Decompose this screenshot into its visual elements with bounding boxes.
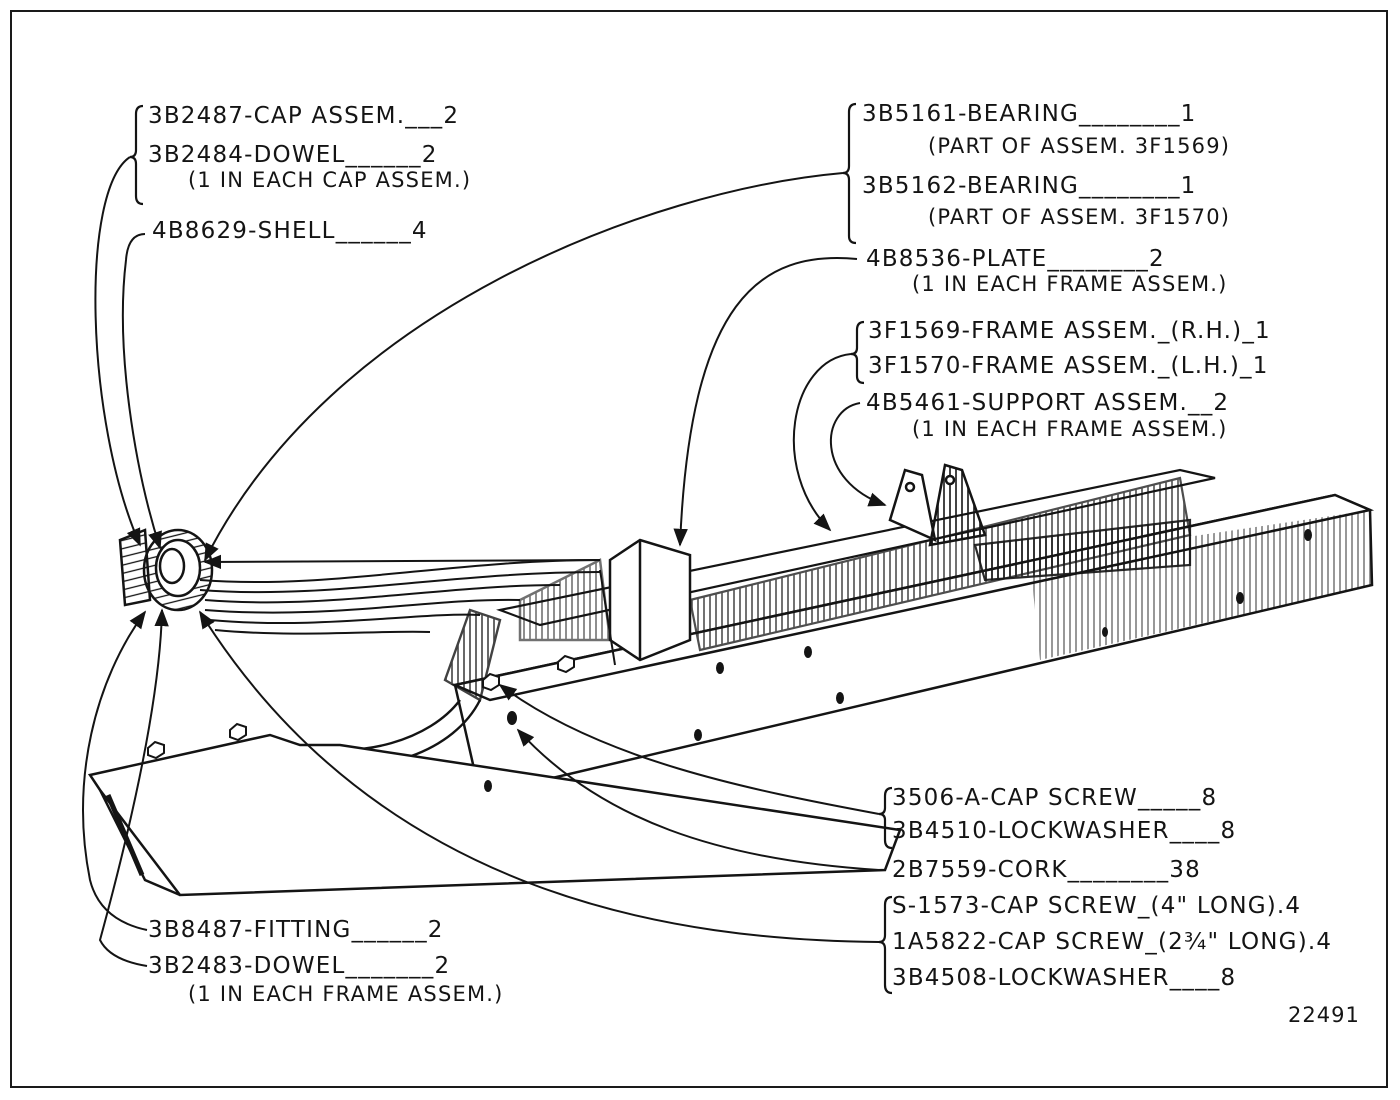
callout-cap-screw-short: 1A5822-CAP SCREW_(2¾" LONG).4 xyxy=(892,929,1333,955)
callout-dowel-cap-note: (1 IN EACH CAP ASSEM.) xyxy=(188,168,472,192)
callout-bearing-1: 3B5161-BEARING________1 xyxy=(862,101,1197,127)
callout-lockwasher-a: 3B4510-LOCKWASHER____8 xyxy=(892,818,1237,844)
callout-support-note: (1 IN EACH FRAME ASSEM.) xyxy=(912,417,1228,441)
callout-bearing-2-note: (PART OF ASSEM. 3F1570) xyxy=(928,205,1231,229)
bolt-holes xyxy=(484,529,1312,792)
callout-frame-rh: 3F1569-FRAME ASSEM._(R.H.)_1 xyxy=(868,318,1271,344)
leaf-spring xyxy=(199,559,601,635)
callout-frame-lh: 3F1570-FRAME ASSEM._(L.H.)_1 xyxy=(868,353,1269,379)
callout-plate-note: (1 IN EACH FRAME ASSEM.) xyxy=(912,272,1228,296)
callout-fitting: 3B8487-FITTING______2 xyxy=(148,917,444,943)
callout-cork: 2B7559-CORK________38 xyxy=(892,857,1201,883)
callout-support: 4B5461-SUPPORT ASSEM.__2 xyxy=(866,390,1230,416)
callout-cap-screw-long: S-1573-CAP SCREW_(4" LONG).4 xyxy=(892,893,1302,919)
center-plate xyxy=(518,538,692,666)
callout-dowel-frame: 3B2483-DOWEL_______2 xyxy=(148,953,451,979)
callout-lockwasher-b: 3B4508-LOCKWASHER____8 xyxy=(892,965,1237,991)
callout-bearing-2: 3B5162-BEARING________1 xyxy=(862,173,1197,199)
callout-cap-assem: 3B2487-CAP ASSEM.___2 xyxy=(148,103,460,129)
figure-number: 22491 xyxy=(1288,1003,1360,1027)
callout-shell: 4B8629-SHELL______4 xyxy=(152,218,428,244)
callout-cap-screw-a: 3506-A-CAP SCREW_____8 xyxy=(892,785,1218,811)
callout-dowel-cap: 3B2484-DOWEL______2 xyxy=(148,142,438,168)
support-assembly xyxy=(888,463,987,547)
callout-bearing-1-note: (PART OF ASSEM. 3F1569) xyxy=(928,134,1231,158)
leader-lines xyxy=(82,156,887,967)
figure-border xyxy=(10,10,1388,1088)
bearing-cap-assembly xyxy=(118,528,214,612)
callout-dowel-frame-note: (1 IN EACH FRAME ASSEM.) xyxy=(188,982,504,1006)
callout-plate: 4B8536-PLATE________2 xyxy=(866,246,1165,272)
lower-side-rail xyxy=(87,733,902,897)
